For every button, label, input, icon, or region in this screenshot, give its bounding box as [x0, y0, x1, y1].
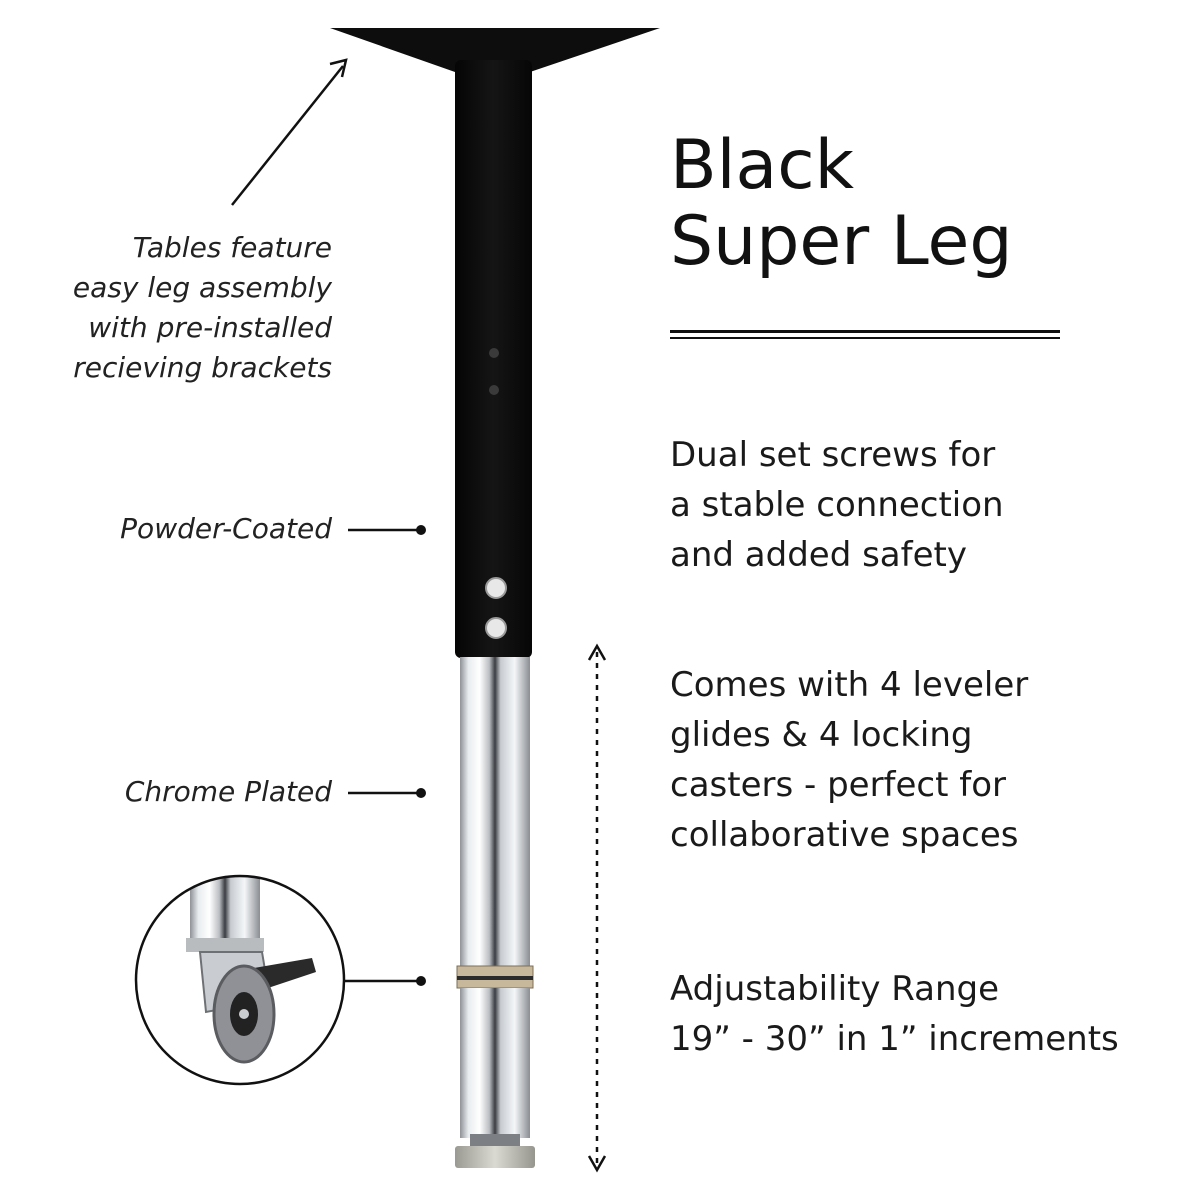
- double-arrow-dotted-icon: [587, 643, 607, 1173]
- set-screw-hole: [489, 348, 499, 358]
- chrome-tube-lower: [460, 988, 530, 1138]
- feature-line: collaborative spaces: [670, 815, 1019, 855]
- feature-line: Dual set screws for: [670, 435, 996, 475]
- powder-coated-text: Powder-Coated: [120, 512, 332, 545]
- chrome-plated-dot: [416, 788, 426, 798]
- feature-line: and added safety: [670, 535, 967, 575]
- set-screw-hole: [489, 385, 499, 395]
- chrome-tube-upper: [460, 657, 530, 967]
- set-screw: [485, 577, 507, 599]
- assembly-callout-line: Tables feature: [132, 231, 332, 264]
- feature-set-screws: Dual set screws for a stable connection …: [670, 430, 1004, 580]
- product-title: Black Super Leg: [670, 128, 1013, 280]
- feature-line: 19” - 30” in 1” increments: [670, 1019, 1119, 1059]
- feature-adjustability: Adjustability Range 19” - 30” in 1” incr…: [670, 964, 1119, 1064]
- feature-line: Adjustability Range: [670, 969, 1000, 1009]
- mounting-bracket: [330, 28, 660, 72]
- leveler-glide-foot: [455, 1146, 535, 1168]
- leveler-glide-stem: [470, 1134, 520, 1148]
- feature-line: casters - perfect for: [670, 765, 1007, 805]
- caster-wheel-icon: [134, 874, 346, 1086]
- feature-line: glides & 4 locking: [670, 715, 973, 755]
- title-divider-bottom: [670, 337, 1060, 339]
- feature-line: a stable connection: [670, 485, 1004, 525]
- assembly-callout-line: easy leg assembly: [72, 271, 332, 304]
- chrome-plated-text: Chrome Plated: [124, 775, 332, 808]
- product-title-line: Super Leg: [670, 202, 1013, 281]
- chrome-plated-label: Chrome Plated: [125, 772, 332, 812]
- arrow-pointer-icon: [231, 65, 344, 206]
- assembly-callout-line: with pre-installed: [88, 311, 332, 344]
- title-divider-top: [670, 330, 1060, 333]
- powder-coated-dot: [416, 525, 426, 535]
- powder-coated-tube: [455, 60, 532, 658]
- assembly-callout: Tables feature easy leg assembly with pr…: [73, 228, 332, 388]
- caster-dot: [416, 976, 426, 986]
- assembly-callout-line: recieving brackets: [73, 351, 332, 384]
- powder-coated-label: Powder-Coated: [120, 509, 332, 549]
- feature-line: Comes with 4 leveler: [670, 665, 1029, 705]
- arrow-head: [329, 58, 348, 78]
- set-screw: [485, 617, 507, 639]
- collar-band: [457, 976, 533, 980]
- feature-glides-casters: Comes with 4 leveler glides & 4 locking …: [670, 660, 1028, 860]
- product-title-line: Black: [670, 126, 854, 205]
